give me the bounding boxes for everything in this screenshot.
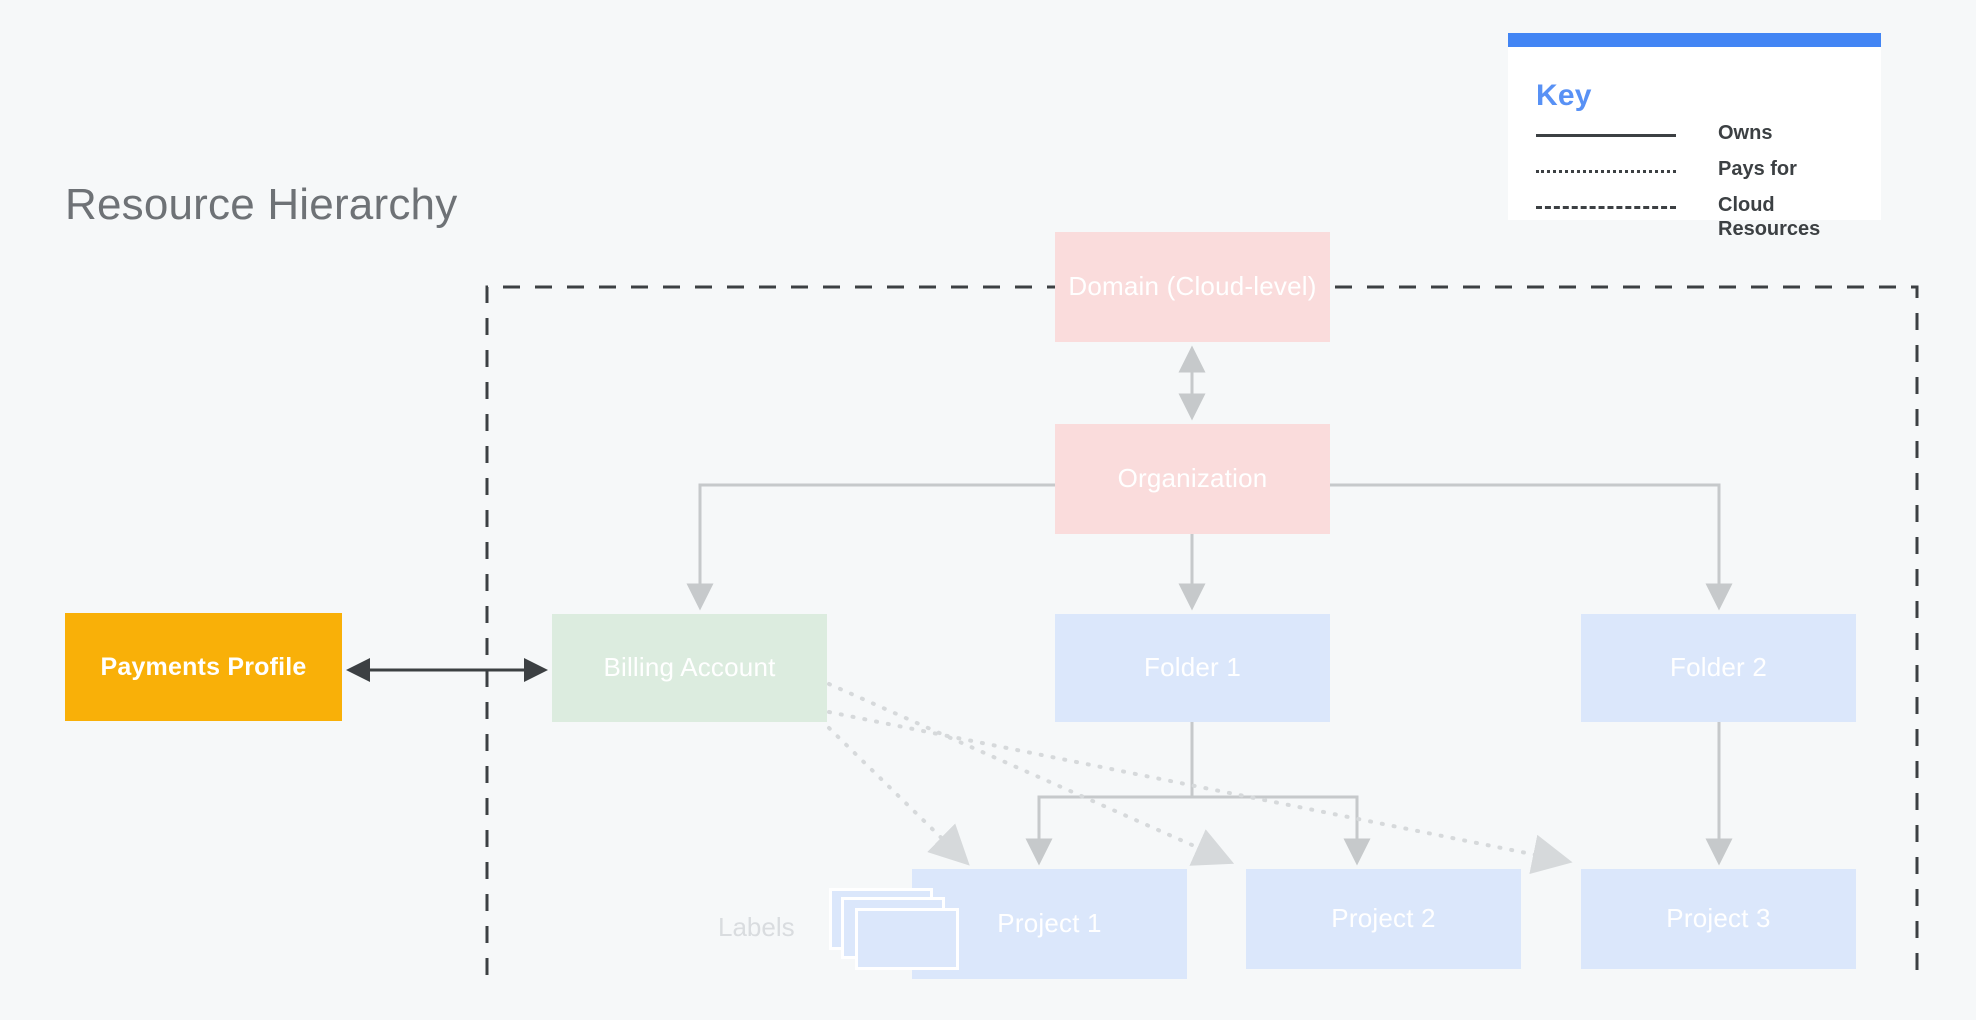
labels-stack-card-front xyxy=(855,908,959,970)
node-organization[interactable]: Organization xyxy=(1055,424,1330,534)
edge-organization-billing xyxy=(686,483,1055,611)
key-row-pays-for: Pays for xyxy=(1536,158,1866,197)
node-project-2[interactable]: Project 2 xyxy=(1246,869,1521,969)
key-row-cloud-resources: Cloud Resources xyxy=(1536,194,1866,247)
labels-annotation: Labels xyxy=(718,912,795,942)
key-row-pays-for-label: Pays for xyxy=(1718,158,1797,180)
edge-folder1-project2 xyxy=(1190,722,1371,866)
key-legend-rows: Owns Pays for Cloud Resources xyxy=(1536,122,1866,247)
edge-folder1-project1 xyxy=(1025,722,1194,866)
key-panel: Key Owns Pays for Cloud Resources xyxy=(1508,33,1881,240)
edge-organization-folder2 xyxy=(1330,483,1733,611)
node-folder-2[interactable]: Folder 2 xyxy=(1581,614,1856,722)
key-panel-title: Key xyxy=(1536,79,1592,112)
dashed-line-icon xyxy=(1536,206,1676,209)
node-billing-account[interactable]: Billing Account xyxy=(552,614,827,722)
key-row-cloud-resources-label: Cloud Resources xyxy=(1718,194,1821,240)
edge-billing-project1 xyxy=(827,726,970,866)
key-row-owns-label: Owns xyxy=(1718,122,1773,144)
dotted-line-icon xyxy=(1536,170,1676,173)
node-payments-profile[interactable]: Payments Profile xyxy=(65,613,342,721)
edge-billing-project3 xyxy=(827,710,1573,874)
node-project-3[interactable]: Project 3 xyxy=(1581,869,1856,969)
key-panel-accent-bar xyxy=(1508,33,1881,47)
node-folder-1[interactable]: Folder 1 xyxy=(1055,614,1330,722)
page-title: Resource Hierarchy xyxy=(65,180,458,229)
node-domain[interactable]: Domain (Cloud-level) xyxy=(1055,232,1330,342)
labels-stack-icon xyxy=(829,888,961,970)
solid-line-icon xyxy=(1536,134,1676,137)
key-row-owns: Owns xyxy=(1536,122,1866,161)
